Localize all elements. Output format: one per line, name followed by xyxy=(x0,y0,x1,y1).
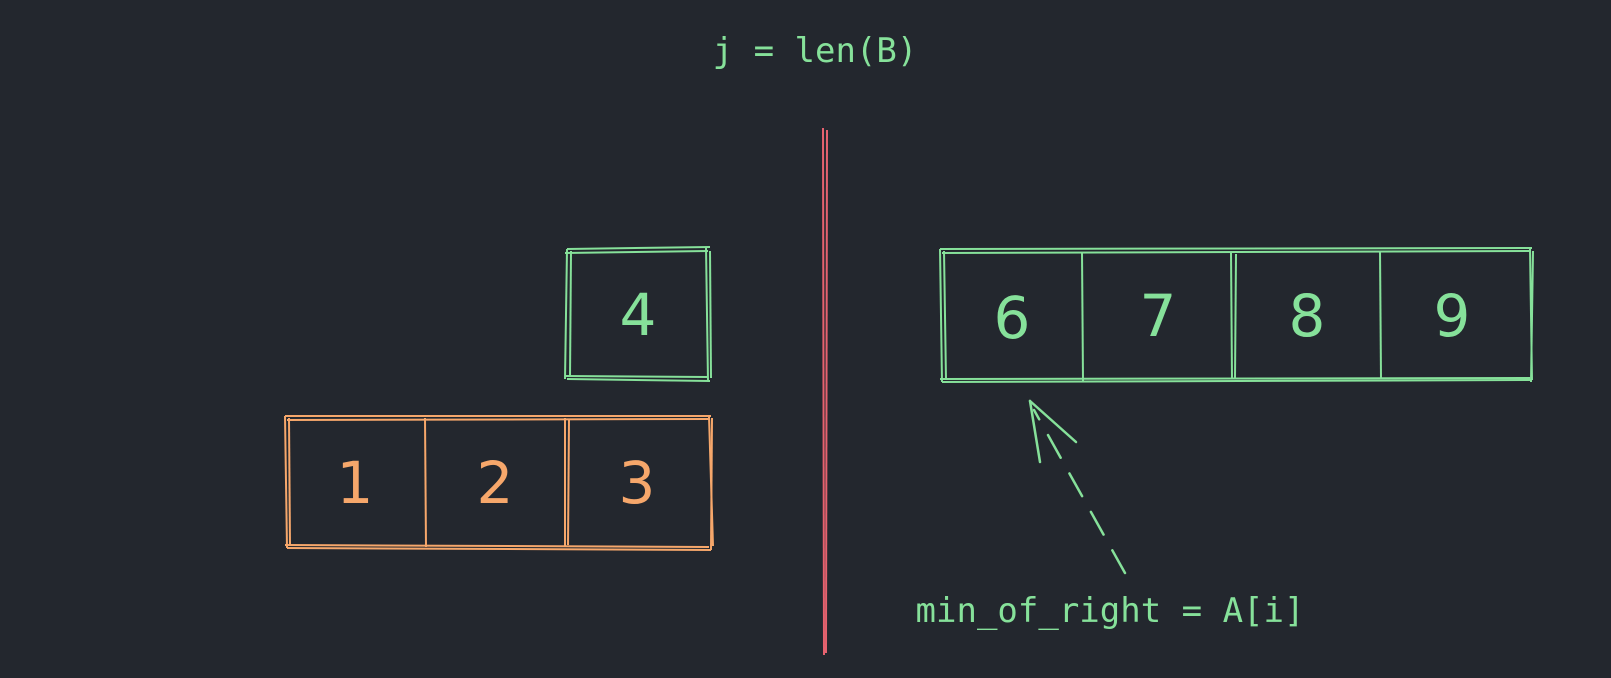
right-array-cell: 8 xyxy=(1289,282,1326,350)
single-cell-value: 4 xyxy=(620,281,657,349)
left-array-box xyxy=(284,415,714,551)
arrowhead-right xyxy=(1028,399,1078,444)
right-array-cell: 6 xyxy=(994,284,1031,352)
title-label: j = len(B) xyxy=(713,31,918,71)
left-array-cell: 1 xyxy=(337,449,374,517)
right-array-box xyxy=(939,247,1534,383)
left-array-cell: 3 xyxy=(619,449,656,517)
pointer-arrow xyxy=(1028,399,1127,575)
single-cell-box xyxy=(564,246,712,382)
right-array-values: 6 7 8 9 xyxy=(994,282,1471,352)
arrowhead-left xyxy=(1028,399,1042,464)
right-array-cell: 9 xyxy=(1434,282,1471,350)
pointer-label: min_of_right = A[i] xyxy=(916,591,1305,631)
left-array-values: 1 2 3 xyxy=(337,449,656,517)
left-array-cell: 2 xyxy=(477,449,514,517)
right-array-cell: 7 xyxy=(1140,282,1177,350)
divider-line xyxy=(822,127,828,656)
